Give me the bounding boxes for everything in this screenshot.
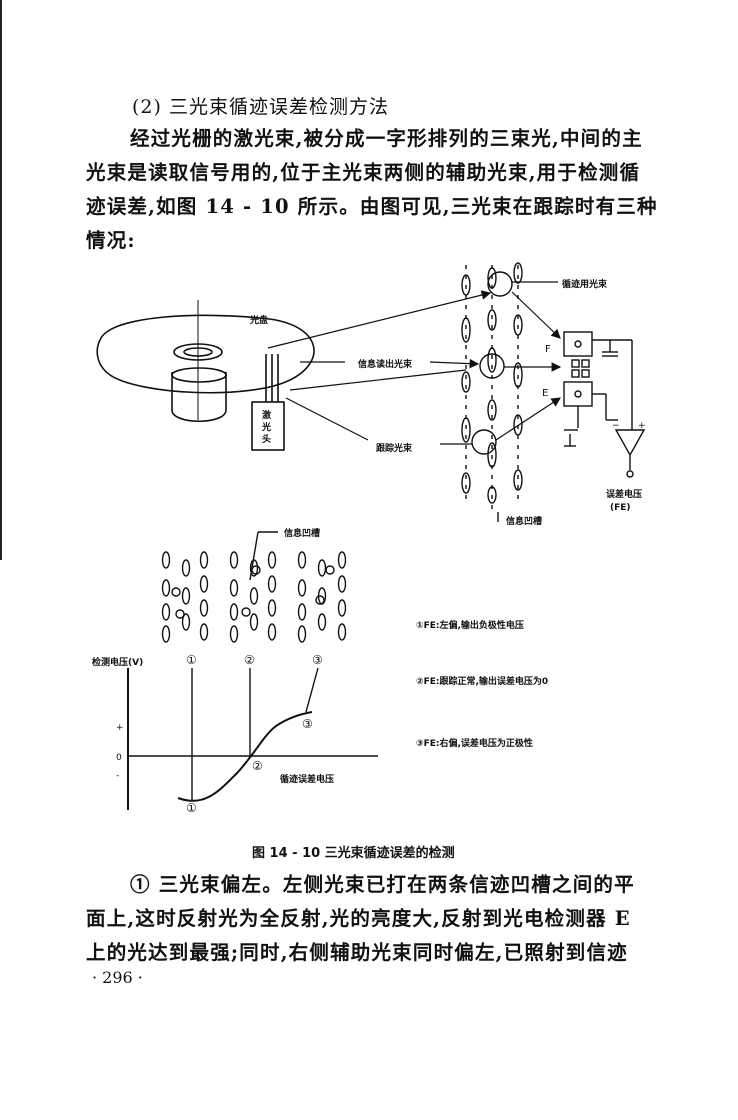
paragraph-1-line: 光束是读取信号用的,位于主光束两侧的辅助光束,用于检测循 [86,161,641,184]
laser-head-label-3: 头 [262,433,271,445]
plus-mark: + [116,723,124,733]
section-heading: (2) 三光束循迹误差检测方法 [132,96,389,118]
case-marker-3-curve: ③ [302,717,313,731]
paragraph-1-line: 迹误差,如图 14 - 10 所示。由图可见,三光束在跟踪时有三种 [86,195,658,218]
page-margin-rule [0,0,2,560]
paragraph-2: ① 三光束偏左。左侧光束已打在两条信迹凹槽之间的平 面上,这时反射光为全反射,光… [86,868,635,970]
disc-label: 光盘 [249,314,268,326]
paragraph-2-line: 上的光达到最强;同时,右侧辅助光束同时偏左,已照射到信迹 [86,941,628,964]
paragraph-1: 经过光栅的激光束,被分成一字形排列的三束光,中间的主 光束是读取信号用的,位于主… [86,122,658,258]
error-voltage-graph [127,667,378,810]
figure-caption: 图 14 - 10 三光束循迹误差的检测 [252,846,455,861]
case-marker-1-curve: ① [186,801,197,815]
legend-case-2: ②FE:跟踪正常,输出误差电压为0 [416,675,548,687]
legend-case-1: ①FE:左偏,输出负极性电压 [416,619,524,631]
optical-disc-drawing [96,300,315,451]
detector-e-label: E [542,388,548,399]
detector-circuit [563,331,646,478]
detector-f-label: F [545,344,551,355]
paragraph-1-line: 情况: [86,229,136,252]
minus-mark: - [116,771,119,781]
output-label: 误差电压 [606,488,642,500]
y-axis-label: 检测电压(V) [92,656,143,668]
page-number: · 296 · [92,968,143,987]
zero-mark: 0 [116,753,122,763]
case-marker-2-top: ② [244,653,255,667]
paragraph-1-line: 经过光栅的激光束,被分成一字形排列的三束光,中间的主 [130,127,643,150]
paragraph-2-line: ① 三光束偏左。左侧光束已打在两条信迹凹槽之间的平 [130,873,635,896]
follow-beam-label: 跟踪光束 [376,442,413,454]
tracking-beam-label: 循迹用光束 [562,278,608,290]
amp-minus: − [612,421,620,431]
pit-label-top: 信息凹槽 [506,515,542,527]
output-symbol: (FE) [610,503,631,513]
legend-case-3: ③FE:右偏,误差电压为正极性 [416,737,533,749]
case-marker-1-top: ① [186,653,197,667]
pit-label-bottom: 信息凹槽 [284,527,320,539]
laser-head-label-1: 激 [262,409,271,421]
curve-label: 循迹误差电压 [280,773,334,785]
track-columns-bottom [161,531,347,643]
disc-to-track-arrows [267,290,492,441]
case-marker-3-top: ③ [312,653,323,667]
paragraph-2-line: 面上,这时反射光为全反射,光的亮度大,反射到光电检测器 E [86,907,631,930]
amp-plus: + [638,421,646,431]
readout-beam-label: 信息读出光束 [358,358,413,370]
case-marker-2-curve: ② [252,759,263,773]
laser-head-label-2: 光 [261,421,271,433]
track-columns-top [461,262,523,522]
beam-to-detector-arrows [300,281,562,445]
